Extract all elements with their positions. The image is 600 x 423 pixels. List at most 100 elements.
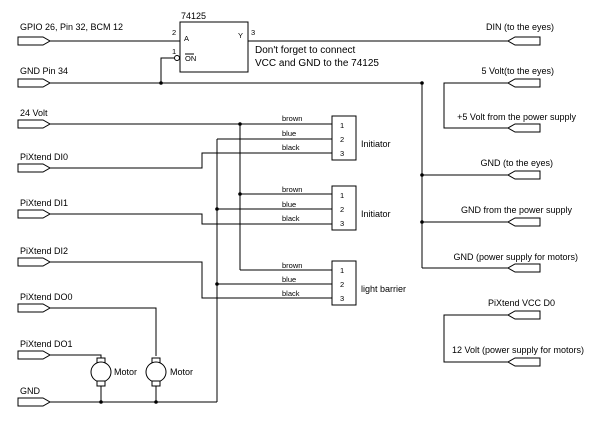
connector-di2 xyxy=(17,257,52,267)
gate-body xyxy=(179,21,249,73)
sensor-3-wire-black: black xyxy=(282,289,300,298)
label-gnd-eyes: GND (to the eyes) xyxy=(480,158,553,168)
label-gnd-motors: GND (power supply for motors) xyxy=(453,252,578,262)
sensor-1-pin-3: 3 xyxy=(340,149,344,158)
gate-pin-2: 2 xyxy=(172,28,176,37)
junction-dot xyxy=(238,192,242,196)
label-gpio: GPIO 26, Pin 32, BCM 12 xyxy=(20,22,123,32)
sensor-3-terminal-block xyxy=(331,260,357,306)
connector-din xyxy=(506,36,541,46)
sensor-2-wire-black: black xyxy=(282,214,300,223)
label-do0: PiXtend DO0 xyxy=(20,292,73,302)
wire-gate-on xyxy=(160,57,174,83)
gate-note-line1: Don't forget to connect xyxy=(255,45,356,56)
connector-gpio xyxy=(17,36,52,46)
motor-1-terminal-bottom xyxy=(96,380,106,387)
connector-gnd-supply xyxy=(506,217,541,227)
sensor-2: 1 2 3 brown blue black Initiator xyxy=(282,185,391,231)
connector-5v xyxy=(506,78,541,88)
sensor-1-wire-black: black xyxy=(282,143,300,152)
gate-pin-3: 3 xyxy=(251,28,255,37)
sensor-3-pin-3: 3 xyxy=(340,294,344,303)
left-connectors xyxy=(17,36,52,407)
sensor-1-pin-1: 1 xyxy=(340,121,344,130)
wire-5v-loop xyxy=(443,82,508,129)
connector-12v xyxy=(506,357,541,367)
gate-note-line2: VCC and GND to the 74125 xyxy=(255,58,379,69)
sensor-1-wire-blue: blue xyxy=(282,129,296,138)
junction-dot xyxy=(154,400,158,404)
right-labels: DIN (to the eyes) 5 Volt(to the eyes) +5… xyxy=(452,22,584,355)
junction-dot xyxy=(238,122,242,126)
sensor-1-wire-brown: brown xyxy=(282,114,302,123)
label-5v: 5 Volt(to the eyes) xyxy=(481,66,554,76)
gate-inverter-bubble xyxy=(174,55,180,61)
wire-do1 xyxy=(50,354,102,360)
sensor-3-wire-blue: blue xyxy=(282,275,296,284)
connector-vcc-d0 xyxy=(506,310,541,320)
sensor-2-wire-blue: blue xyxy=(282,200,296,209)
connector-gnd-pin34 xyxy=(17,78,52,88)
sensor-3-name: light barrier xyxy=(361,284,406,294)
connector-gnd-eyes xyxy=(506,170,541,180)
connector-do1 xyxy=(17,350,52,360)
motor-2-terminal-bottom xyxy=(151,380,161,387)
junctions xyxy=(99,81,424,404)
connector-di0 xyxy=(17,163,52,173)
junction-dot xyxy=(420,173,424,177)
motor-2-label: Motor xyxy=(170,367,193,377)
motor-1-icon xyxy=(90,361,112,383)
connector-gnd xyxy=(17,397,52,407)
label-do1: PiXtend DO1 xyxy=(20,339,73,349)
motor-1: Motor xyxy=(90,357,137,387)
label-5v-supply: +5 Volt from the power supply xyxy=(457,112,576,122)
label-12v: 12 Volt (power supply for motors) xyxy=(452,345,584,355)
connector-5v-supply xyxy=(506,123,541,133)
connector-gnd-motors xyxy=(506,263,541,273)
motor-1-label: Motor xyxy=(114,367,137,377)
gate-pin-on: ON xyxy=(185,54,196,63)
wire-black-3 xyxy=(50,261,332,299)
connector-di1 xyxy=(17,209,52,219)
sensor-3-pin-1: 1 xyxy=(340,266,344,275)
label-gnd: GND xyxy=(20,386,41,396)
gate-pin-1: 1 xyxy=(172,47,176,56)
left-labels: GPIO 26, Pin 32, BCM 12 GND Pin 34 24 Vo… xyxy=(20,22,123,396)
sensor-1: 1 2 3 brown blue black Initiator xyxy=(282,114,391,161)
label-di2: PiXtend DI2 xyxy=(20,246,68,256)
sensor-1-name: Initiator xyxy=(361,139,391,149)
sensor-3: 1 2 3 brown blue black light barrier xyxy=(282,260,406,306)
sensor-2-pin-1: 1 xyxy=(340,191,344,200)
label-di1: PiXtend DI1 xyxy=(20,198,68,208)
junction-dot xyxy=(159,81,163,85)
junction-dot xyxy=(420,220,424,224)
gate-pin-y: Y xyxy=(238,31,243,40)
motor-2: Motor xyxy=(145,357,193,387)
label-24v: 24 Volt xyxy=(20,108,48,118)
sensor-3-pin-2: 2 xyxy=(340,280,344,289)
motor-2-icon xyxy=(145,361,167,383)
sensor-2-pin-3: 3 xyxy=(340,219,344,228)
gate-pin-a: A xyxy=(184,34,189,43)
sensor-1-terminal-block xyxy=(331,115,357,161)
sensor-2-name: Initiator xyxy=(361,209,391,219)
sensor-2-wire-brown: brown xyxy=(282,185,302,194)
wire-do0 xyxy=(50,307,157,356)
gate-74125: 74125 A ON Y 2 1 3 Don't forget to conne… xyxy=(172,11,379,73)
connector-24v xyxy=(17,119,52,129)
sensor-2-pin-2: 2 xyxy=(340,205,344,214)
connector-do0 xyxy=(17,303,52,313)
label-di0: PiXtend DI0 xyxy=(20,152,68,162)
sensor-3-wire-brown: brown xyxy=(282,261,302,270)
right-connectors xyxy=(506,36,541,367)
wire-black-2 xyxy=(50,213,332,225)
wires xyxy=(50,40,508,403)
label-gnd-pin34: GND Pin 34 xyxy=(20,66,68,76)
sensor-2-terminal-block xyxy=(331,185,357,231)
label-din: DIN (to the eyes) xyxy=(486,22,554,32)
wire-black-1 xyxy=(50,152,332,169)
wire-12v-loop xyxy=(443,314,508,363)
gate-name: 74125 xyxy=(181,11,206,21)
label-vcc-d0: PiXtend VCC D0 xyxy=(488,298,555,308)
